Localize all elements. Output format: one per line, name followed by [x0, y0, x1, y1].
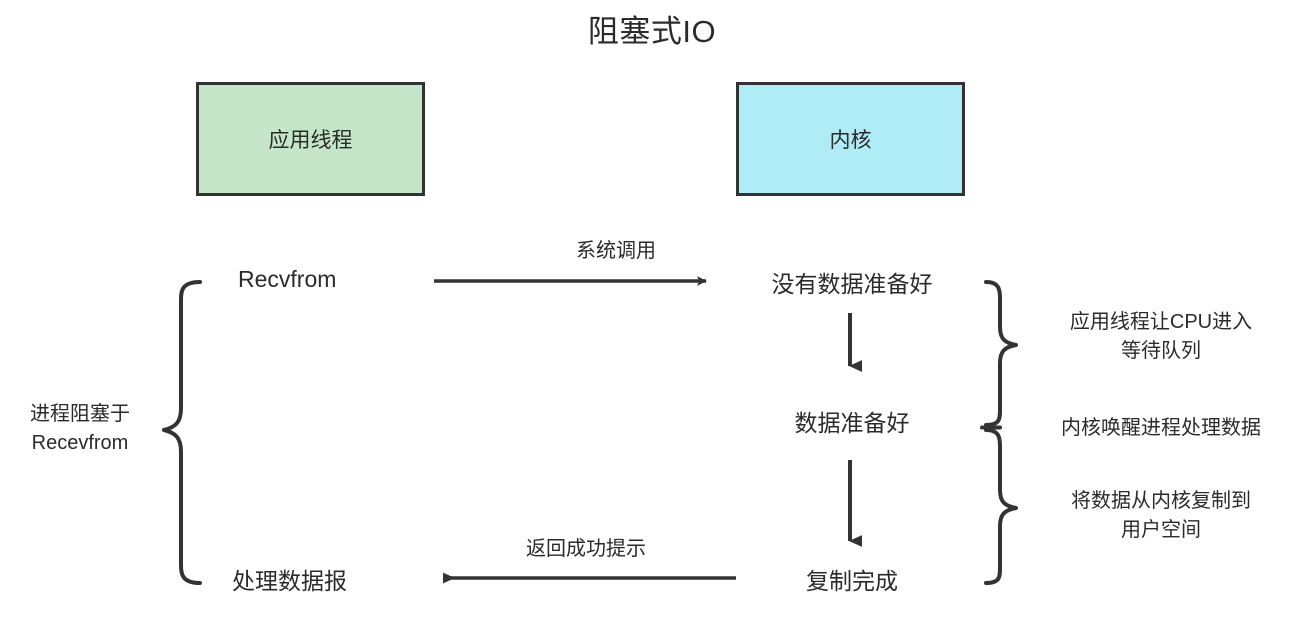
brace-process-blocked	[162, 280, 202, 585]
edge-label-syscall: 系统调用	[576, 240, 656, 262]
lane-label-kernel: 内核	[829, 129, 872, 152]
page-title: 阻塞式IO	[587, 14, 717, 49]
node-process-datagram: 处理数据报	[232, 568, 347, 594]
node-copy-complete: 复制完成	[806, 568, 898, 594]
brace-cpu-wait-queue	[984, 280, 1018, 427]
lane-label-application: 应用线程	[268, 129, 353, 152]
annotation-copy-to-userspace: 将数据从内核复制到 用户空间	[1071, 490, 1251, 541]
node-no-data-ready: 没有数据准备好	[771, 271, 933, 297]
annotation-process-blocked: 进程阻塞于 Recevfrom	[30, 403, 130, 454]
lane-box-kernel: 内核	[736, 82, 965, 196]
brace-copy-to-userspace	[984, 428, 1018, 585]
annotation-kernel-wakes-process: 内核唤醒进程处理数据	[1061, 417, 1261, 439]
edge-label-return-success: 返回成功提示	[526, 538, 646, 560]
annotation-cpu-wait-queue: 应用线程让CPU进入 等待队列	[1069, 311, 1253, 362]
lane-box-application: 应用线程	[196, 82, 425, 196]
node-data-ready: 数据准备好	[794, 410, 910, 436]
node-recvfrom: Recvfrom	[238, 266, 337, 292]
